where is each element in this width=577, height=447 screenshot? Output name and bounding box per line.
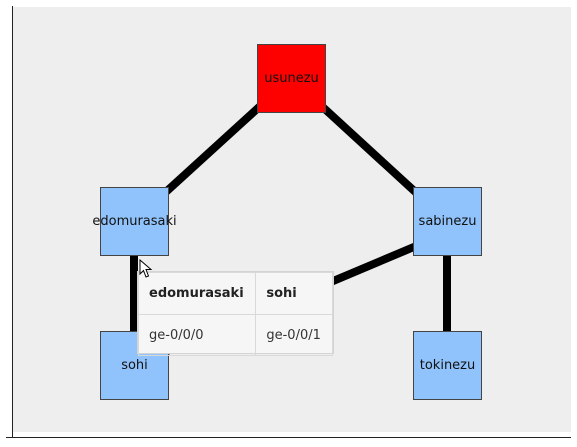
tooltip-header-b: sohi	[255, 272, 333, 315]
pointer-arrow-icon	[139, 259, 153, 278]
tooltip-interface-b: ge-0/0/1	[255, 314, 333, 356]
node-label-usunezu: usunezu	[264, 71, 319, 86]
node-edomurasaki[interactable]: edomurasaki	[92, 187, 177, 256]
tooltip-interface-a: ge-0/0/0	[137, 314, 257, 356]
tooltip-header-a: edomurasaki	[137, 272, 257, 315]
node-label-tokinezu: tokinezu	[419, 358, 476, 373]
node-sabinezu[interactable]: sabinezu	[413, 187, 482, 256]
node-sohi[interactable]: sohi	[100, 331, 169, 400]
link-tooltip: edomurasaki sohi ge-0/0/0 ge-0/0/1	[137, 271, 334, 356]
bottom-border-line	[6, 437, 571, 438]
tooltip-table: edomurasaki sohi ge-0/0/0 ge-0/0/1	[137, 272, 333, 356]
node-label-sohi: sohi	[121, 358, 148, 373]
tooltip-data-row: ge-0/0/0 ge-0/0/1	[137, 314, 333, 356]
left-border-line	[12, 6, 13, 438]
node-label-sabinezu: sabinezu	[418, 214, 477, 229]
node-tokinezu[interactable]: tokinezu	[413, 331, 482, 400]
node-label-edomurasaki: edomurasaki	[92, 214, 177, 229]
node-usunezu[interactable]: usunezu	[257, 44, 326, 113]
tooltip-header-row: edomurasaki sohi	[137, 272, 333, 315]
